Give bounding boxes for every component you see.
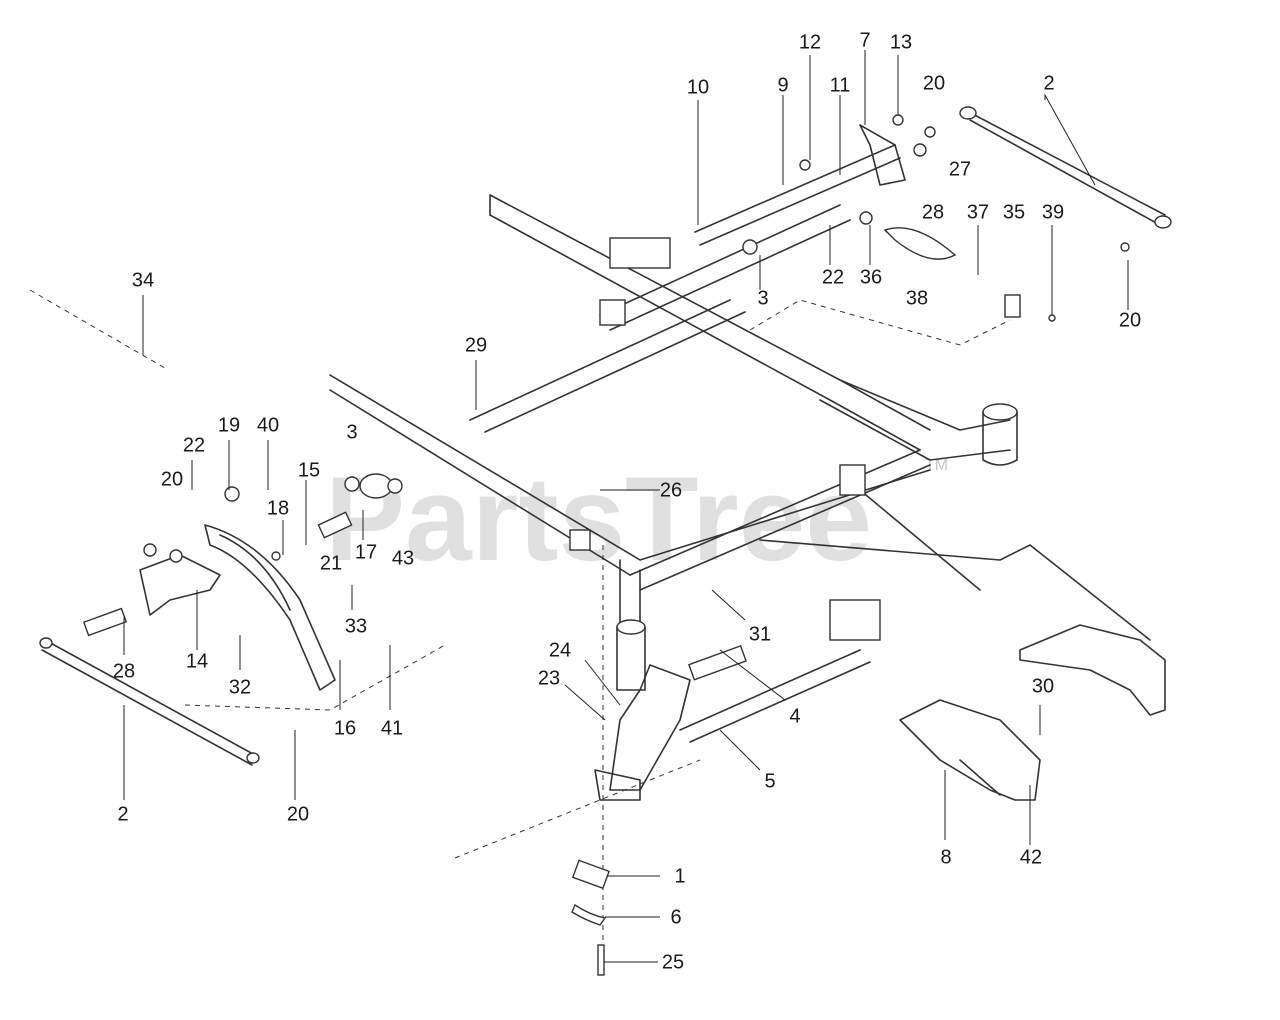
part-label-36[interactable]: 36 (860, 266, 882, 288)
part-label-40[interactable]: 40 (257, 414, 279, 436)
part-label-22-left[interactable]: 22 (183, 434, 205, 456)
part-label-38[interactable]: 38 (906, 287, 928, 309)
part-label-20-bottom[interactable]: 20 (287, 803, 309, 825)
leader-lines (123, 50, 1129, 963)
part-label-41[interactable]: 41 (381, 717, 403, 739)
part-label-9[interactable]: 9 (777, 74, 788, 96)
part-label-34[interactable]: 34 (132, 269, 154, 291)
part-label-3-top[interactable]: 3 (757, 287, 768, 309)
part-label-27[interactable]: 27 (949, 158, 971, 180)
watermark-text: PartsTree (325, 452, 872, 586)
part-label-26[interactable]: 26 (660, 479, 682, 501)
main-frame (329, 194, 1166, 801)
part-label-5[interactable]: 5 (764, 770, 775, 792)
part-label-14[interactable]: 14 (186, 650, 208, 672)
part-labels: 34 10 12 9 11 7 13 20 2 27 28 37 35 39 3… (113, 29, 1141, 973)
part-label-18[interactable]: 18 (267, 497, 289, 519)
part-label-2-left[interactable]: 2 (117, 803, 128, 825)
part-label-12[interactable]: 12 (799, 31, 821, 53)
part-label-43[interactable]: 43 (392, 547, 414, 569)
left-assembly (29, 289, 446, 766)
part-label-25[interactable]: 25 (662, 951, 684, 973)
part-label-28-top[interactable]: 28 (922, 201, 944, 223)
part-label-4[interactable]: 4 (789, 705, 800, 727)
part-label-24[interactable]: 24 (549, 639, 571, 661)
part-label-20-top[interactable]: 20 (923, 72, 945, 94)
top-right-assembly (694, 106, 1172, 346)
part-label-13[interactable]: 13 (890, 31, 912, 53)
part-label-1[interactable]: 1 (674, 865, 685, 887)
part-label-39[interactable]: 39 (1042, 201, 1064, 223)
part-label-3-left[interactable]: 3 (346, 421, 357, 443)
part-label-11[interactable]: 11 (830, 74, 851, 96)
part-label-35[interactable]: 35 (1003, 201, 1025, 223)
part-label-30[interactable]: 30 (1032, 675, 1054, 697)
part-label-17[interactable]: 17 (355, 541, 377, 563)
bottom-hardware (571, 859, 610, 976)
part-label-15[interactable]: 15 (298, 459, 320, 481)
part-label-42[interactable]: 42 (1020, 846, 1042, 868)
watermark-trademark: TM (925, 457, 948, 474)
part-label-7[interactable]: 7 (859, 29, 870, 51)
part-label-23[interactable]: 23 (538, 667, 560, 689)
part-label-33[interactable]: 33 (345, 615, 367, 637)
part-label-37[interactable]: 37 (967, 201, 989, 223)
part-label-2-top[interactable]: 2 (1043, 72, 1054, 94)
part-label-31[interactable]: 31 (749, 623, 771, 645)
part-label-20-left[interactable]: 20 (161, 468, 183, 490)
part-label-16[interactable]: 16 (334, 717, 356, 739)
part-label-22-top[interactable]: 22 (822, 266, 844, 288)
part-label-8[interactable]: 8 (940, 846, 951, 868)
part-label-10[interactable]: 10 (687, 76, 709, 98)
left-axis (454, 759, 701, 859)
part-label-19[interactable]: 19 (218, 414, 240, 436)
part-label-6[interactable]: 6 (670, 906, 681, 928)
part-label-20-right[interactable]: 20 (1119, 309, 1141, 331)
part-label-32[interactable]: 32 (229, 676, 251, 698)
part-label-28-left[interactable]: 28 (113, 660, 135, 682)
part-label-21[interactable]: 21 (320, 552, 342, 574)
part-label-29[interactable]: 29 (465, 334, 487, 356)
